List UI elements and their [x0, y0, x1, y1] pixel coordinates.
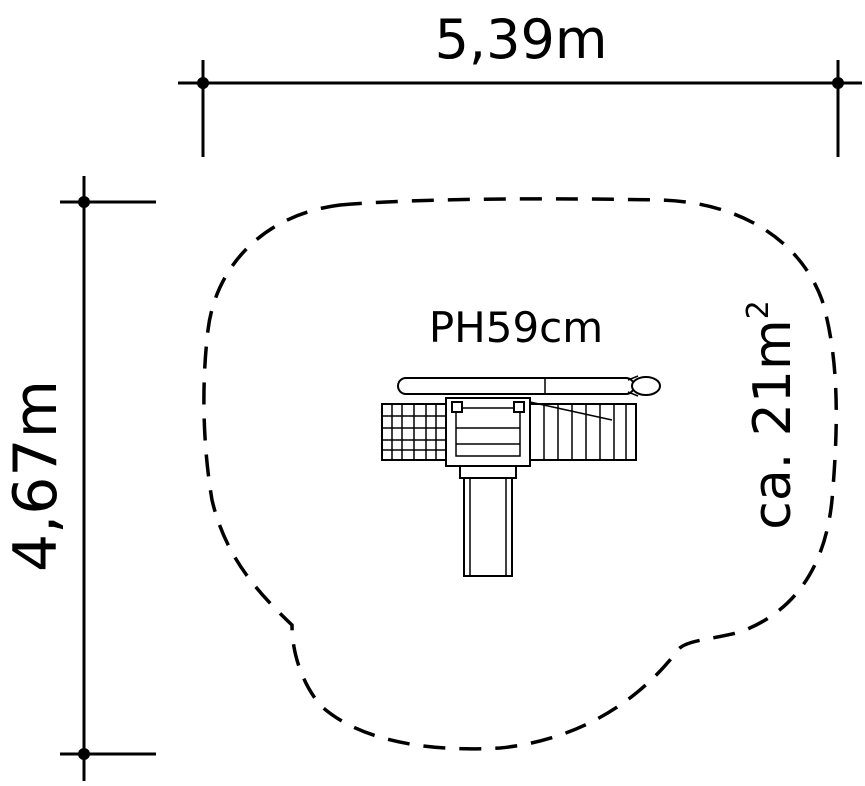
slide-start: [459, 465, 517, 479]
width-dimension: 5,39m: [178, 8, 862, 157]
top-beam: [397, 377, 635, 395]
stair-handrail: [529, 401, 613, 421]
climbing-grid: [381, 403, 447, 461]
area-label-superscript: 2: [741, 300, 776, 319]
play-equipment: [381, 375, 661, 577]
post-tr: [513, 401, 525, 413]
height-dimension: 4,67m: [1, 176, 156, 781]
slide: [463, 477, 513, 577]
width-left-dot: [197, 77, 209, 89]
width-right-dot: [832, 77, 844, 89]
platform-inner: [455, 407, 521, 457]
area-label-text: ca. 21m: [743, 319, 803, 529]
stairs: [529, 401, 637, 461]
post-tl: [451, 401, 463, 413]
width-label: 5,39m: [435, 8, 608, 71]
beam-end-figure: [631, 376, 661, 396]
stairs-frame: [529, 403, 637, 461]
height-bottom-dot: [78, 748, 90, 760]
area-label-group: ca. 21m2: [741, 300, 803, 529]
height-top-dot: [78, 196, 90, 208]
height-label: 4,67m: [1, 380, 71, 572]
platform-height-label: PH59cm: [429, 303, 603, 352]
beam-end-detail: [627, 375, 639, 397]
safety-zone-outline: [202, 197, 839, 751]
area-label: ca. 21m2: [741, 300, 803, 529]
